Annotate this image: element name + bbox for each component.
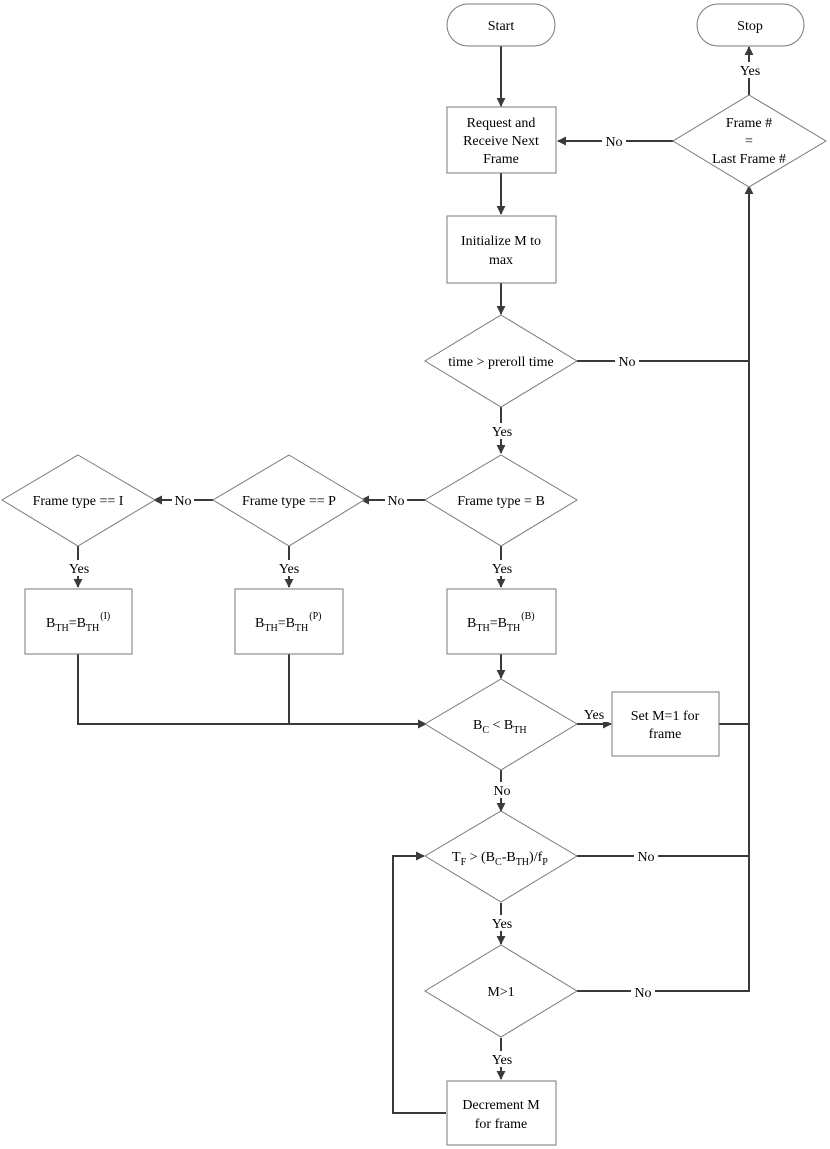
label-no-tf: No: [637, 850, 654, 865]
label-no-bc: No: [493, 784, 510, 799]
bth-p-box: [234, 588, 344, 655]
label-yes-stop: Yes: [740, 64, 760, 79]
decrement-label-2: for frame: [475, 1117, 527, 1132]
m-gt-1-decision: [424, 944, 578, 1038]
tf-t: T: [452, 850, 461, 865]
label-no-preroll: No: [618, 355, 635, 370]
bth-i-formula: BTH=BTH(I): [46, 611, 110, 634]
request-label-1: Request and: [467, 116, 536, 131]
tf-sub-th: TH: [516, 857, 529, 868]
last-frame-label-3: Last Frame #: [712, 152, 786, 167]
bth-b-sup: (B): [521, 611, 534, 622]
tf-mid: > (B: [466, 850, 495, 865]
init-m-label-2: max: [489, 253, 513, 268]
last-frame-label-1: Frame #: [726, 116, 772, 131]
bth-i-sub2: TH: [86, 623, 99, 634]
bth-b-formula: BTH=BTH(B): [467, 611, 535, 634]
label-no-frame-p: No: [174, 494, 191, 509]
bc-lt-op: < B: [489, 718, 513, 733]
bth-b-b1: B: [467, 616, 476, 631]
label-yes-mgt1: Yes: [492, 1053, 512, 1068]
bc-lt-sub1: C: [482, 725, 489, 736]
edge-bthi-bc: [77, 654, 427, 729]
frame-type-b-label: Frame type = B: [457, 494, 545, 509]
decrement-label-1: Decrement M: [462, 1098, 540, 1113]
bth-b-eq: =B: [490, 616, 507, 631]
label-no-request: No: [605, 135, 622, 150]
request-frame-box: [446, 106, 557, 174]
label-yes-preroll: Yes: [492, 425, 512, 440]
decrement-m-box: [446, 1080, 557, 1146]
start-terminal: [446, 3, 556, 47]
label-no-frame-b: No: [387, 494, 404, 509]
edge-labels: Yes No No Yes No No Yes Yes Yes Yes No N…: [65, 62, 763, 1068]
last-frame-decision: [672, 94, 827, 188]
bth-i-eq: =B: [69, 616, 86, 631]
preroll-label: time > preroll time: [448, 355, 553, 370]
label-yes-bc: Yes: [584, 708, 604, 723]
bc-lt-formula: BC < BTH: [473, 718, 527, 736]
init-m-label-1: Initialize M to: [461, 234, 541, 249]
last-frame-label-2: =: [745, 134, 753, 149]
frame-type-i-decision: [1, 454, 156, 547]
bth-b-box: [446, 588, 557, 655]
tf-sub-f: F: [461, 857, 467, 868]
preroll-decision: [424, 314, 578, 408]
set-m1-box: [611, 691, 720, 757]
start-label: Start: [488, 19, 515, 34]
bc-lt-sub2: TH: [513, 725, 526, 736]
stop-label: Stop: [737, 19, 763, 34]
connectors: [73, 46, 754, 1114]
tf-sub-p: P: [542, 857, 548, 868]
node-text: Start Stop Request and Receive Next Fram…: [33, 19, 786, 1132]
edge-decrement-loop: [392, 851, 446, 1114]
set-m1-label-1: Set M=1 for: [631, 709, 700, 724]
shapes: [1, 3, 827, 1146]
bc-lt-b1: B: [473, 718, 482, 733]
bth-b-sub1: TH: [476, 623, 489, 634]
label-yes-frame-p: Yes: [279, 562, 299, 577]
edge-bus-lastframe: [577, 185, 754, 992]
bth-i-sub1: TH: [55, 623, 68, 634]
tf-end: )/f: [529, 850, 543, 865]
bth-i-box: [24, 588, 133, 655]
bth-p-formula: BTH=BTH(P): [255, 611, 322, 634]
bth-p-eq: =B: [278, 616, 295, 631]
tf-mid2: -B: [502, 850, 516, 865]
tf-sub-c: C: [495, 857, 502, 868]
set-m1-label-2: frame: [649, 727, 682, 742]
frame-type-p-label: Frame type == P: [242, 494, 336, 509]
bth-p-sub2: TH: [295, 623, 308, 634]
bth-p-b1: B: [255, 616, 264, 631]
frame-type-b-decision: [424, 454, 578, 547]
frame-type-i-label: Frame type == I: [33, 494, 124, 509]
frame-type-p-decision: [212, 454, 365, 547]
label-no-mgt1: No: [634, 986, 651, 1001]
bc-less-bth-decision: [424, 678, 578, 771]
request-label-2: Receive Next: [463, 134, 539, 149]
bth-p-sub1: TH: [264, 623, 277, 634]
bth-b-sub2: TH: [507, 623, 520, 634]
label-yes-frame-b: Yes: [492, 562, 512, 577]
m-gt-1-label: M>1: [487, 985, 514, 1000]
initialize-m-box: [446, 215, 557, 284]
tf-formula: TF > (BC-BTH)/fP: [452, 850, 548, 868]
bth-p-sup: (P): [309, 611, 321, 622]
label-yes-frame-i: Yes: [69, 562, 89, 577]
request-label-3: Frame: [483, 152, 519, 167]
label-yes-tf: Yes: [492, 917, 512, 932]
stop-terminal: [696, 3, 805, 47]
bth-i-b1: B: [46, 616, 55, 631]
tf-condition-decision: [424, 810, 578, 903]
bth-i-sup: (I): [100, 611, 110, 622]
